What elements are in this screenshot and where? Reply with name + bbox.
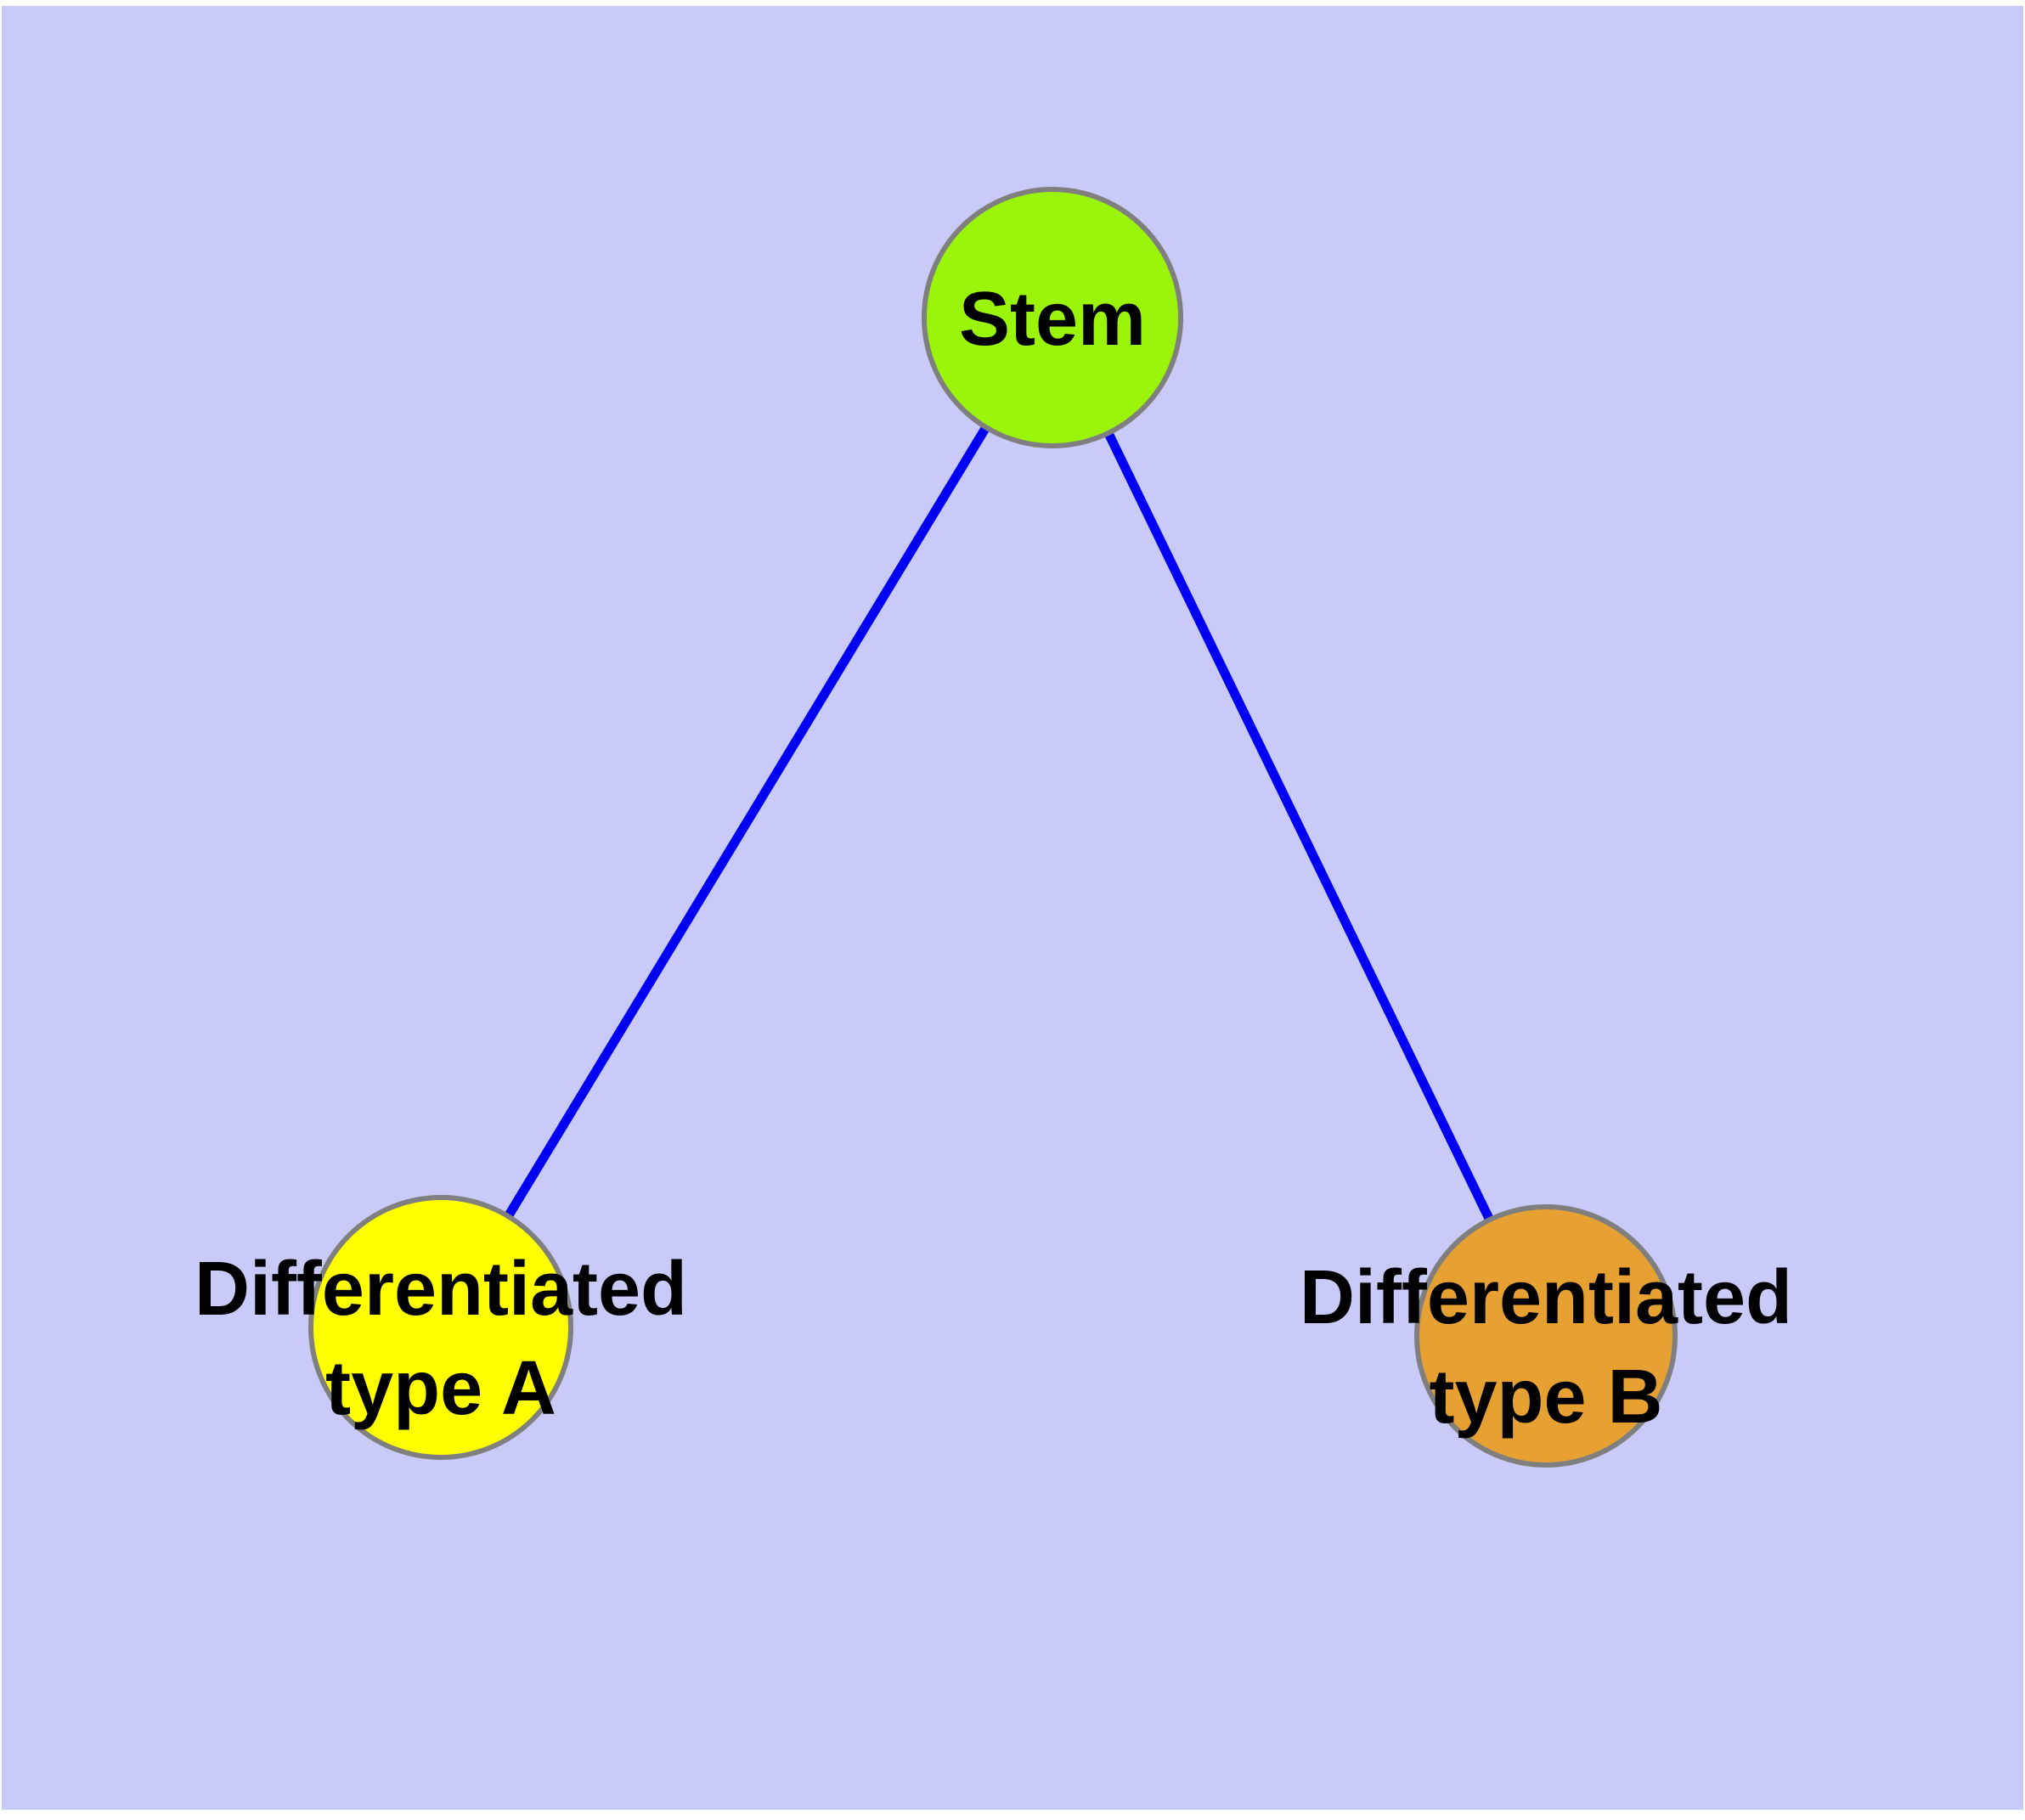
node-typeA-label: Differentiated type A bbox=[195, 1247, 687, 1431]
node-typeB-label-line: type B bbox=[1429, 1355, 1662, 1440]
node-stem-label-line: Stem bbox=[959, 277, 1146, 362]
node-typeA-label-line: Differentiated bbox=[195, 1247, 687, 1332]
node-typeB-label: Differentiated type B bbox=[1300, 1255, 1792, 1440]
node-stem-label: Stem bbox=[959, 277, 1146, 362]
node-typeA-circle bbox=[308, 1195, 573, 1460]
node-typeB-label-line: Differentiated bbox=[1300, 1255, 1792, 1340]
edge-stem-typeB bbox=[1048, 315, 1550, 1338]
node-stem-circle bbox=[922, 187, 1183, 448]
edge-stem-typeA bbox=[437, 315, 1057, 1330]
node-typeA-label-line: type A bbox=[325, 1346, 556, 1431]
node-typeB-circle bbox=[1414, 1204, 1678, 1468]
